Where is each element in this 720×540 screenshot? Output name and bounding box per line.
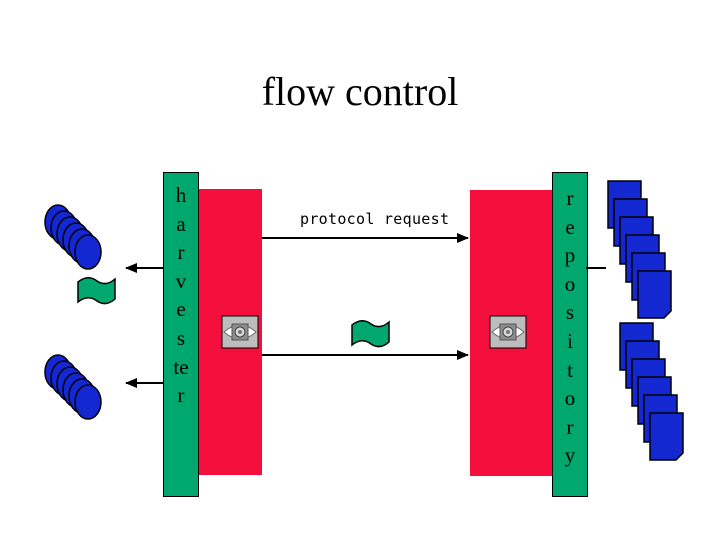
protocol-request-label: protocol request [300,210,450,228]
document-stack-icon-bottom [619,322,684,461]
repository-letter: r [566,186,574,210]
harvester-letter: te [173,354,189,379]
page-title: flow control [261,69,459,114]
disk-stack-icon-top [44,204,102,270]
repository-letter: y [564,443,576,468]
harvester-letter: e [176,297,186,322]
flag-icon-middle [351,320,390,348]
repository-letter: s [565,300,575,325]
harvester-letter: v [175,268,187,293]
connector-icon-left [221,315,259,349]
harvester-letter: s [176,325,186,350]
repository-letter: o [564,386,576,411]
repository-letter: e [565,214,575,239]
connector-icon-right [489,315,527,349]
harvester-letter: r [177,383,185,408]
harvester-letter: r [177,240,185,265]
repository-letter: p [564,243,576,268]
repository-letter: t [567,357,573,382]
document-stack-icon-top [607,180,672,319]
repository-letter: r [566,414,574,439]
disk-stack-icon-bottom [44,354,102,420]
flag-icon-left [77,277,116,305]
harvester-letter: a [176,211,186,236]
harvester-letter: h [175,183,187,207]
repository-letter: o [564,271,576,296]
repository-letter: i [567,328,573,353]
